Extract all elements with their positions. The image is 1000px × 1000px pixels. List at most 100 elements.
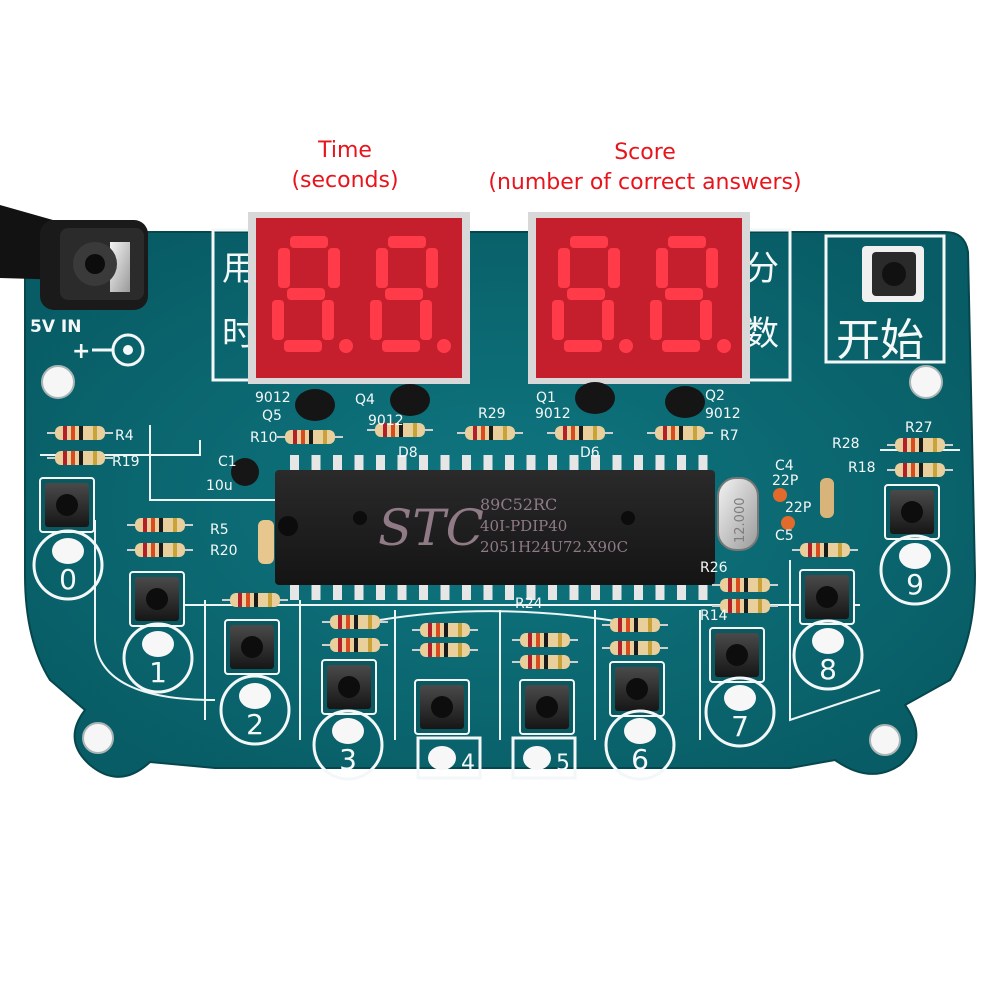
chip-pin [311,582,321,600]
component-label: 10u [206,478,233,494]
component-label: R5 [210,522,229,538]
key-cap [146,588,168,610]
segment-a [388,236,426,248]
start-button[interactable] [862,246,924,302]
segment-a [668,236,706,248]
component-label: D6 [580,445,600,461]
key-cap [431,696,453,718]
key-9[interactable]: 9 [879,484,951,606]
chip-pin [462,455,471,473]
component-label: Q2 [705,388,725,404]
time-annotation-title: Time [318,138,372,163]
resistor [222,593,288,607]
component-label: 9012 [535,406,571,422]
score-label-char-2: 数 [745,314,779,354]
key-cap [726,644,748,666]
key-7[interactable]: 7 [704,627,776,748]
component-label: Q1 [536,390,556,406]
key-3[interactable]: 3 [312,659,384,781]
segment-d [382,340,420,352]
chip-pin [591,455,600,473]
key-led [724,685,756,711]
microcontroller-chip [275,455,715,600]
key-8[interactable]: 8 [792,569,864,691]
chip-pin [505,455,514,473]
key-4[interactable]: 4 [414,679,482,780]
chip-pin [612,582,622,600]
component-label: Q4 [355,392,375,408]
chip-pin [290,455,299,473]
score-digit-tens [552,236,633,353]
chip-pin [505,582,514,600]
segment-f [558,248,570,288]
score-display [528,212,750,384]
segment-c [420,300,432,340]
chip-brand: STC [378,499,484,557]
chip-pin [354,455,364,473]
segment-g [287,288,325,300]
resistor [322,615,388,629]
segment-f [278,248,290,288]
key-led [239,683,271,709]
resistor [47,451,113,465]
key-led [624,718,656,744]
chip-pin [440,582,450,600]
chip-pin [569,455,579,473]
resistor [127,518,193,532]
time-display [248,212,470,384]
segment-b [608,248,620,288]
resistor [602,618,668,632]
decimal-point [437,339,451,353]
resistor [367,423,433,437]
chip-pin [655,455,665,473]
resistor [457,426,523,440]
segment-c [700,300,712,340]
score-label-char-1: 分 [745,249,779,289]
component-label: R14 [700,608,728,624]
segment-c [602,300,614,340]
component-label: R4 [115,428,134,444]
key-label: 8 [819,653,837,686]
crystal-label: 12.000 [733,498,748,544]
component-label: 9012 [255,390,291,406]
key-2[interactable]: 2 [219,619,291,746]
chip-pin [634,582,643,600]
resistor [512,633,578,647]
resistor [127,543,193,557]
key-5[interactable]: 5 [511,679,577,780]
mounting-holes [41,365,943,756]
segment-g [665,288,703,300]
segment-b [328,248,340,288]
chip-pin [419,455,428,473]
score-annotation-title: Score [614,140,676,165]
power-jack [0,205,148,310]
resistor [647,426,713,440]
key-label: 7 [731,710,749,743]
segment-a [570,236,608,248]
key-0[interactable]: 0 [32,477,104,601]
power-polarity-icon: + [72,333,145,367]
resistor [412,623,478,637]
key-led [332,718,364,744]
start-button-frame [824,234,946,364]
key-1[interactable]: 1 [122,571,194,694]
segment-d [662,340,700,352]
segment-f [656,248,668,288]
resistor [792,543,858,557]
key-cap [56,494,78,516]
segment-e [552,300,564,340]
chip-pin [440,455,450,473]
component-label: R18 [848,460,876,476]
power-input-label: 5V IN [30,317,81,337]
component-label: R20 [210,543,238,559]
time-annotation-unit: (seconds) [291,168,399,193]
key-6[interactable]: 6 [604,661,676,781]
component-label: R19 [112,454,140,470]
key-label: 0 [59,563,77,596]
segment-b [426,248,438,288]
segment-b [706,248,718,288]
chip-pin [612,455,622,473]
component-label: R29 [478,406,506,422]
decimal-point [619,339,633,353]
